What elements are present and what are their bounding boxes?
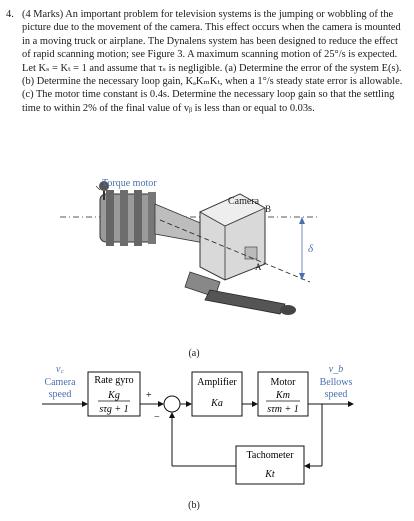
- output-label-1: Bellows: [320, 377, 353, 388]
- input-label-1: Camera: [44, 377, 76, 388]
- point-b-label: B: [265, 204, 271, 214]
- input-label-2: speed: [49, 389, 72, 400]
- tachometer-title: Tachometer: [246, 450, 294, 461]
- problem-statement: 4. (4 Marks) An important problem for te…: [6, 8, 406, 115]
- tachometer-block: [235, 445, 305, 485]
- motor-title: Motor: [271, 377, 297, 388]
- delta-label: δ: [308, 243, 314, 255]
- amplifier-gain: Ka: [210, 398, 223, 409]
- amplifier-block: [191, 371, 243, 417]
- camera-box: [199, 193, 266, 281]
- motor-den: sτm + 1: [267, 404, 298, 415]
- point-a-label: A: [255, 262, 262, 272]
- tachometer-gain: Kt: [264, 469, 275, 480]
- motor-num: Km: [275, 390, 290, 401]
- output-label-2: speed: [325, 389, 348, 400]
- input-symbol: v꜀: [56, 364, 64, 375]
- torque-motor-label: Torque motor: [102, 178, 157, 189]
- summing-junction: [163, 395, 181, 413]
- problem-text: (4 Marks) An important problem for telev…: [22, 9, 403, 114]
- problem-number: 4.: [6, 9, 14, 20]
- tilt-line: [159, 219, 311, 283]
- sum-minus-sign: −: [154, 412, 160, 423]
- figure-a-illustration: δ Torque motor Camera B A: [60, 178, 320, 315]
- torque-motor-body: [99, 181, 156, 246]
- rate-gyro-block: [87, 371, 141, 417]
- rate-gyro-title: Rate gyro: [94, 375, 133, 386]
- mount-bracket: [184, 271, 296, 315]
- motor-block: [257, 371, 309, 417]
- rate-gyro-num: Kg: [107, 390, 120, 401]
- amplifier-title: Amplifier: [197, 377, 237, 388]
- figure-b-caption: (b): [188, 500, 200, 511]
- output-symbol: v_b: [329, 364, 343, 375]
- figure-a-caption: (a): [188, 348, 200, 359]
- camera-label: Camera: [228, 196, 260, 207]
- rate-gyro-den: sτg + 1: [99, 404, 128, 415]
- figure-b-block-diagram: v꜀ Camera speed Rate gyro Kg sτg + 1 + −…: [42, 364, 354, 485]
- sum-plus-sign: +: [146, 390, 152, 401]
